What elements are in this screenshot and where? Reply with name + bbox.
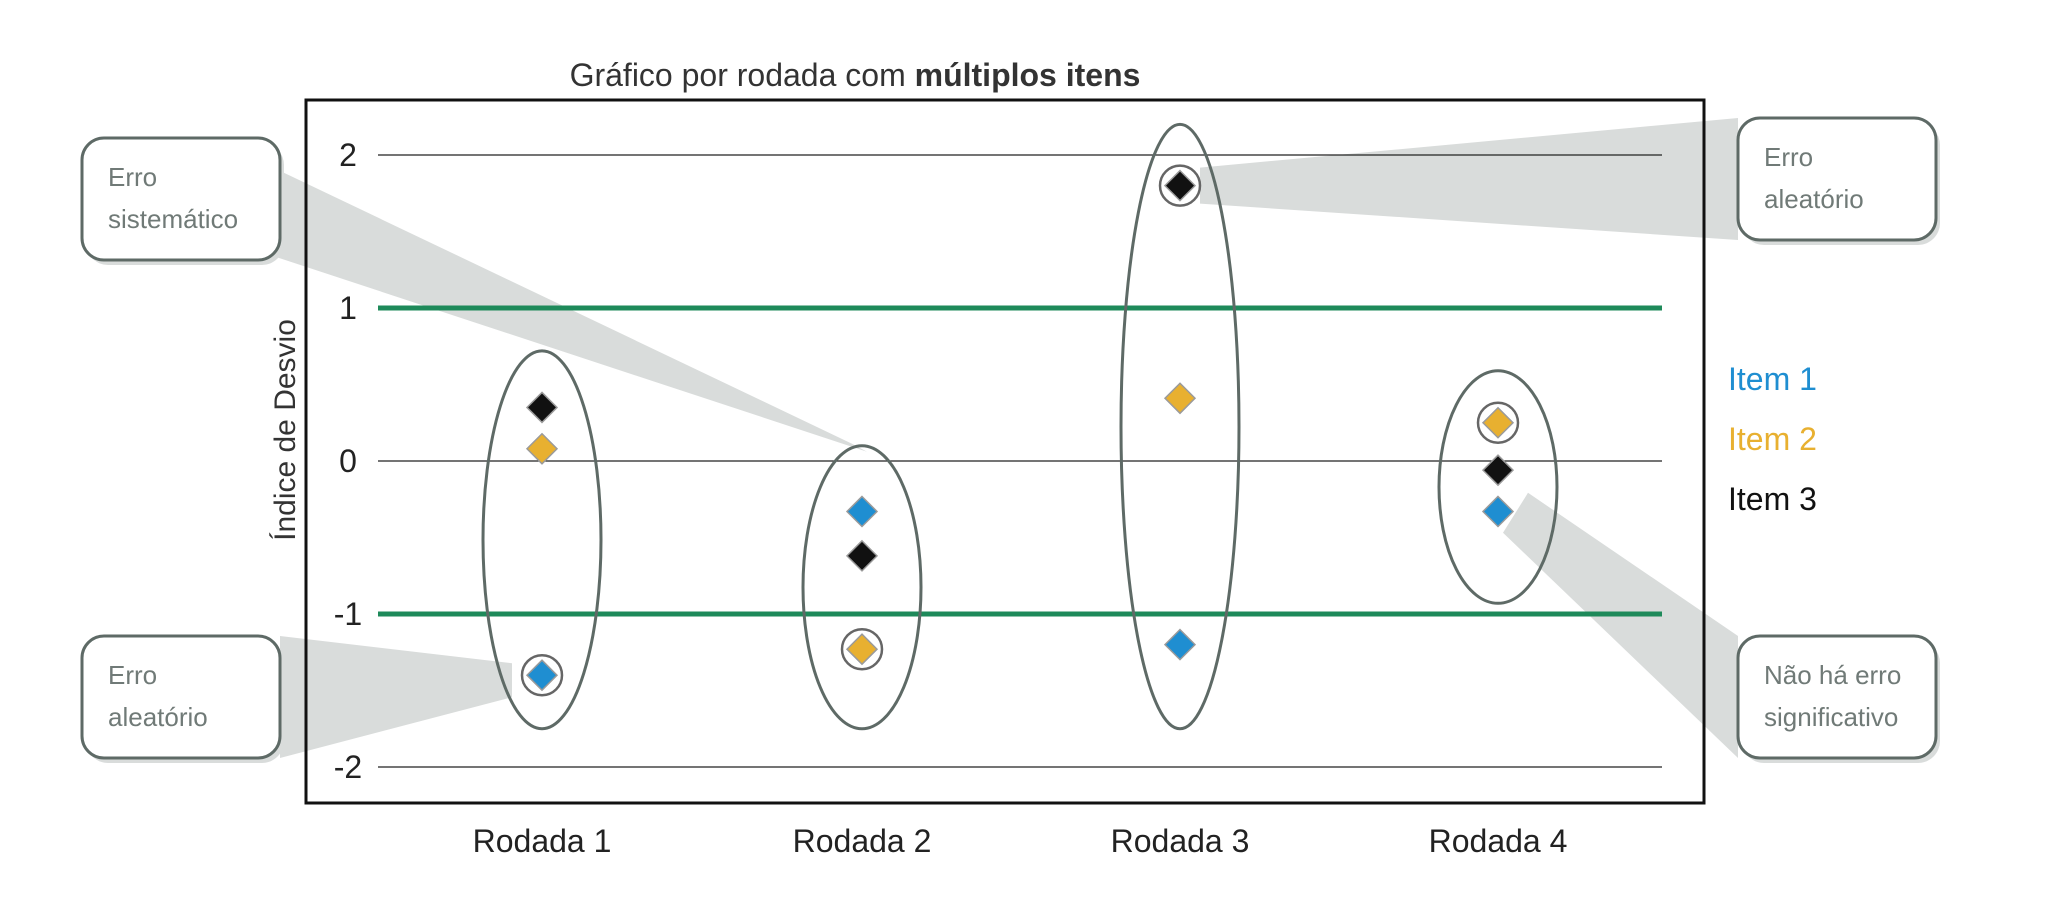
x-tick-label: Rodada 4 [1429, 823, 1568, 859]
legend-item-item-2: Item 2 [1728, 421, 1817, 457]
annotation-text: Erro [108, 660, 157, 690]
annotation-text: aleatório [108, 702, 208, 732]
annotation-box [80, 634, 282, 760]
chart-title-text: Gráfico por rodada com [570, 57, 906, 93]
data-point-item-1 [1163, 628, 1197, 661]
annotation-box [1736, 116, 1938, 242]
highlight-circle [520, 653, 564, 697]
y-axis-label: Índice de Desvio [269, 319, 302, 541]
chart-title-bold: múltiplos itens [915, 57, 1141, 93]
y-tick-layer: 2 1 0 -1 -2 [334, 137, 362, 785]
group-ellipse-rodada-2 [801, 444, 923, 731]
annotation-text: aleatório [1764, 184, 1864, 214]
annotation-pointer [1200, 118, 1738, 240]
data-point-item-2 [845, 633, 879, 666]
data-point-item-2 [525, 432, 559, 465]
annotation-text: Erro [108, 162, 157, 192]
data-point-item-3 [1163, 169, 1197, 202]
group-ellipse-rodada-3 [1119, 122, 1241, 731]
ellipse-layer [481, 122, 1559, 731]
annotation-pointer [1503, 492, 1738, 758]
data-point-item-2 [1163, 382, 1197, 415]
x-tick-label: Rodada 3 [1111, 823, 1250, 859]
y-tick-label: -2 [334, 749, 362, 785]
highlight-circle [1476, 401, 1520, 444]
group-ellipse-rodada-1 [481, 349, 603, 731]
x-tick-label: Rodada 2 [793, 823, 932, 859]
annotation-pointer [232, 148, 867, 452]
highlight-circle [1158, 164, 1202, 207]
annotation-pointer [280, 636, 512, 758]
annotation-text: Não há erro [1764, 660, 1901, 690]
y-tick-label: 1 [339, 290, 357, 326]
chart-title: Gráfico por rodada com múltiplos itens [570, 57, 1141, 93]
highlight-circle [840, 627, 884, 671]
legend-item-item-3: Item 3 [1728, 481, 1817, 517]
x-tick-label: Rodada 1 [473, 823, 612, 859]
data-point-item-1 [525, 659, 559, 692]
annotation-box [80, 136, 282, 262]
annotation-text: significativo [1764, 702, 1898, 732]
annotation-box-layer: ErrosistemáticoErroaleatórioErroaleatóri… [80, 116, 1940, 763]
annotation-text: Erro [1764, 142, 1813, 172]
legend-item-item-1: Item 1 [1728, 361, 1817, 397]
annotation-text: sistemático [108, 204, 238, 234]
annotation-box [1736, 634, 1938, 760]
y-tick-label: 0 [339, 443, 357, 479]
data-point-item-3 [1481, 454, 1515, 487]
threshold-layer [378, 305, 1662, 617]
data-point-item-1 [1481, 495, 1515, 528]
x-tick-layer: Rodada 1 Rodada 2 Rodada 3 Rodada 4 [473, 823, 1568, 859]
legend: Item 1 Item 2 Item 3 [1728, 361, 1817, 517]
point-layer [520, 164, 1520, 697]
grid-layer [378, 154, 1662, 768]
data-point-item-3 [845, 539, 879, 572]
y-tick-label: -1 [334, 596, 362, 632]
data-point-item-2 [1481, 406, 1515, 439]
group-ellipse-rodada-4 [1437, 369, 1559, 605]
data-point-item-1 [845, 495, 879, 528]
callout-layer [232, 118, 1738, 758]
data-point-item-3 [525, 391, 559, 424]
y-tick-label: 2 [339, 137, 357, 173]
plot-frame [304, 98, 1706, 805]
